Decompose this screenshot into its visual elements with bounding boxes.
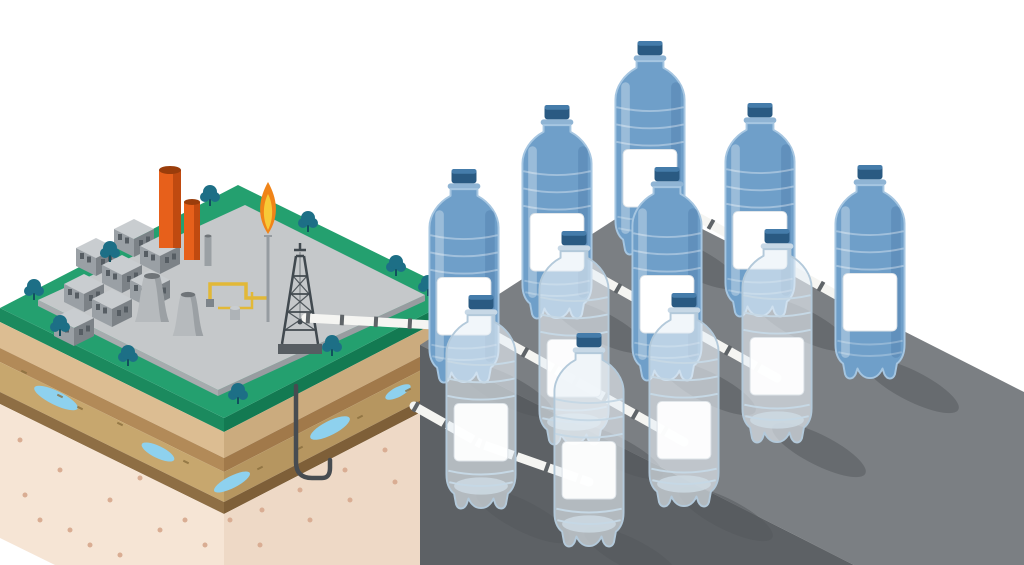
smokestack-icon [184, 199, 200, 260]
gray-stack-icon [204, 234, 212, 266]
ground-block [0, 185, 462, 565]
wellbore [293, 383, 333, 481]
smokestacks [159, 166, 212, 266]
aquifer-lenses [34, 384, 411, 493]
strata-left-face [0, 308, 224, 565]
gas-flare-icon [260, 182, 276, 322]
drilling-derrick-icon [278, 243, 322, 354]
strata-speckles [17, 369, 412, 558]
process-pipes [206, 282, 268, 320]
water-bottle-full [834, 164, 906, 380]
smokestack-icon [159, 166, 181, 248]
